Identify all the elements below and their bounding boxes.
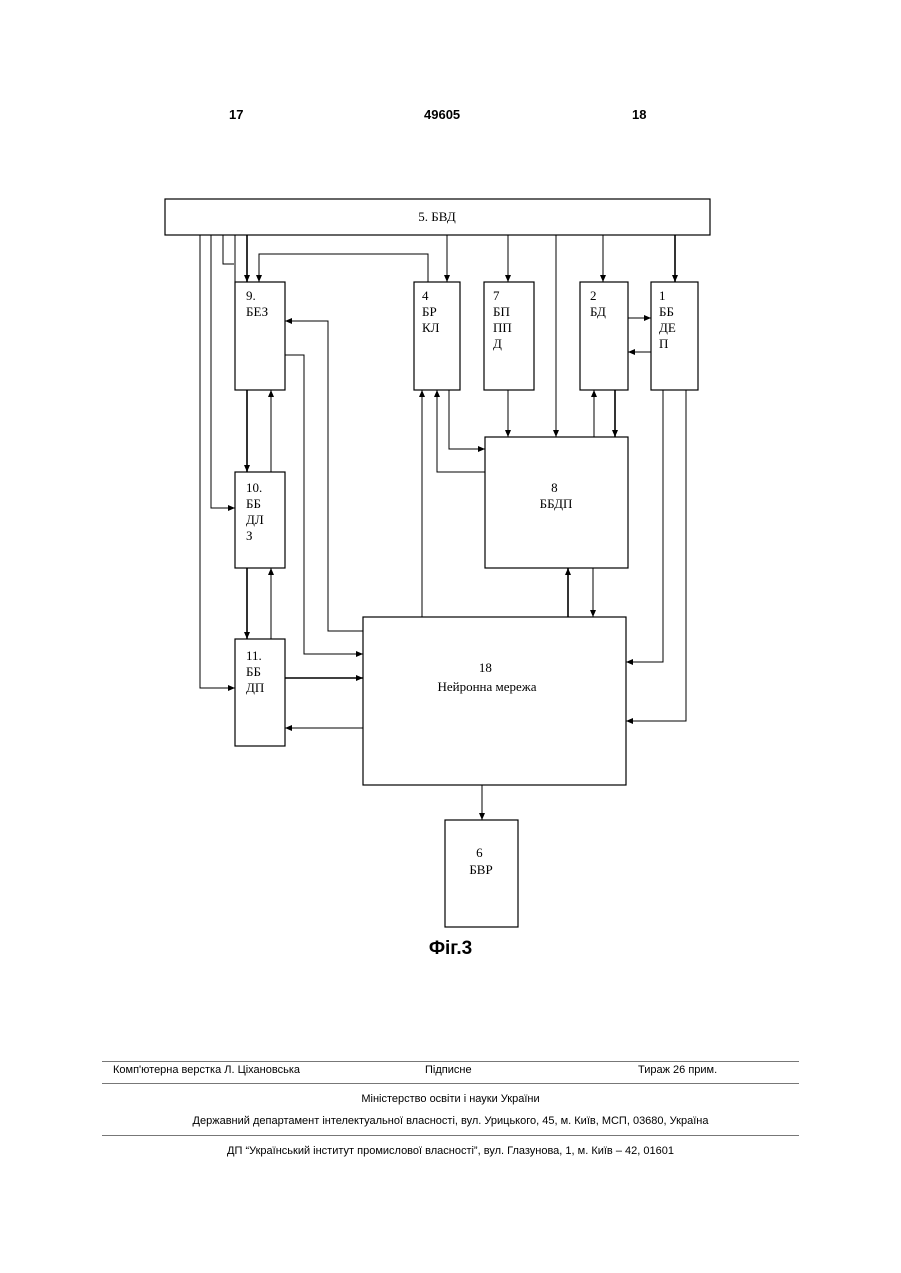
block-18: 18 Нейронна мережа bbox=[363, 617, 626, 785]
footer-rule-top bbox=[102, 1061, 799, 1062]
arrow-1-to-18-a bbox=[626, 390, 663, 662]
footer-print-run: Тираж 26 прим. bbox=[638, 1064, 717, 1076]
footer-layout-credit: Комп'ютерна верстка Л. Ціхановська bbox=[113, 1064, 300, 1076]
block-5: 5. БВД bbox=[165, 199, 710, 235]
arrow-4-to-8 bbox=[449, 390, 485, 449]
arrow-18-to-9 bbox=[285, 321, 363, 631]
footer-department: Державний департамент інтелектуальної вл… bbox=[0, 1115, 901, 1127]
footer-ministry: Міністерство освіти і науки України bbox=[0, 1093, 901, 1105]
footer-rule-middle bbox=[102, 1083, 799, 1084]
line-5-branch bbox=[223, 235, 234, 264]
block-2: 2 БД bbox=[580, 282, 628, 390]
block-5-label: 5. БВД bbox=[418, 209, 456, 224]
arrow-4-to-9 bbox=[259, 254, 428, 282]
arrow-8-to-4 bbox=[437, 390, 485, 472]
footer-institute: ДП “Український інститут промислової вла… bbox=[0, 1145, 901, 1157]
block-8: 8 ББДП bbox=[485, 437, 628, 568]
block-11-label: 11. ББ ДП bbox=[246, 648, 265, 695]
figure-caption: Фіг.3 bbox=[0, 938, 901, 960]
footer-rule-bottom bbox=[102, 1135, 799, 1136]
block-1: 1 ББ ДЕ П bbox=[651, 282, 698, 390]
block-11: 11. ББ ДП bbox=[235, 639, 285, 746]
footer-signed: Підписне bbox=[425, 1064, 472, 1076]
arrow-1-to-18-b bbox=[626, 390, 686, 721]
arrow-5-to-10 bbox=[211, 235, 235, 508]
block-diagram: 5. БВД 9. БЕЗ 4 БР КЛ 7 БП ПП Д 2 БД bbox=[0, 0, 901, 960]
arrow-9-to-18 bbox=[285, 355, 363, 654]
block-4: 4 БР КЛ bbox=[414, 282, 460, 390]
arrow-5-to-11 bbox=[200, 235, 235, 688]
block-6: 6 БВР bbox=[445, 820, 518, 927]
block-7: 7 БП ПП Д bbox=[484, 282, 534, 390]
block-9: 9. БЕЗ bbox=[235, 282, 285, 390]
block-10: 10. ББ ДЛ З bbox=[235, 472, 285, 568]
